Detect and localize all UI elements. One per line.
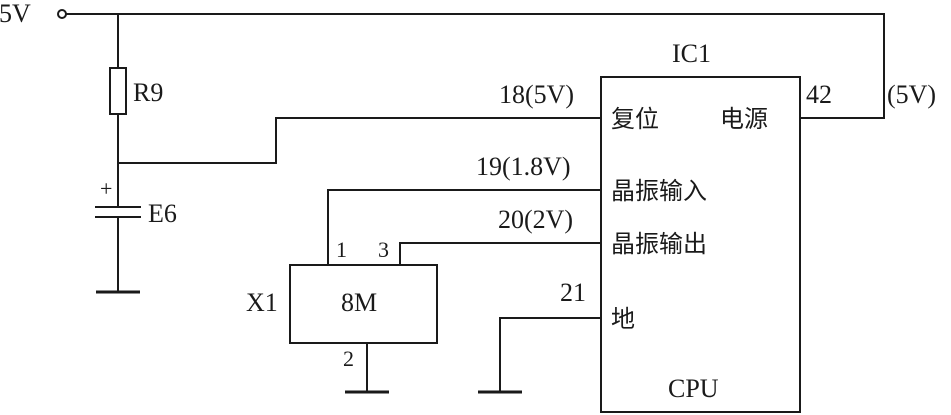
pin-label-osc-out: 20(2V)	[498, 205, 573, 234]
capacitor-polarity: +	[100, 176, 112, 201]
crystal-value: 8M	[341, 288, 377, 317]
crystal-pin2: 2	[343, 346, 354, 371]
supply-label: 5V	[0, 0, 31, 28]
pin-name-ground: 地	[611, 305, 635, 333]
crystal-x1	[289, 264, 438, 344]
crystal-pin3: 3	[378, 237, 389, 262]
pin-name-power: 电源	[720, 105, 768, 133]
supply-terminal	[57, 9, 67, 19]
pin-name-osc-out: 晶振输出	[611, 230, 707, 258]
crystal-ref: X1	[246, 288, 278, 317]
pin-label-ground: 21	[560, 278, 586, 307]
pin-label-osc-in: 19(1.8V)	[476, 152, 571, 181]
pin-label-reset: 18(5V)	[499, 80, 574, 109]
crystal-pin1: 1	[336, 237, 347, 262]
capacitor-label: E6	[148, 199, 177, 228]
pin-label-power-number: 42	[806, 80, 832, 109]
pin-name-osc-in: 晶振输入	[611, 177, 707, 205]
ic1-body	[600, 76, 801, 413]
pin-name-reset: 复位	[611, 105, 659, 133]
wires	[66, 13, 885, 393]
resistor-label: R9	[133, 78, 163, 107]
resistor-r9	[109, 67, 127, 115]
ic1-name: CPU	[668, 374, 719, 403]
capacitor-e6	[95, 206, 141, 218]
ic1-ref: IC1	[672, 39, 711, 68]
pin-label-power-voltage: (5V)	[887, 80, 936, 109]
